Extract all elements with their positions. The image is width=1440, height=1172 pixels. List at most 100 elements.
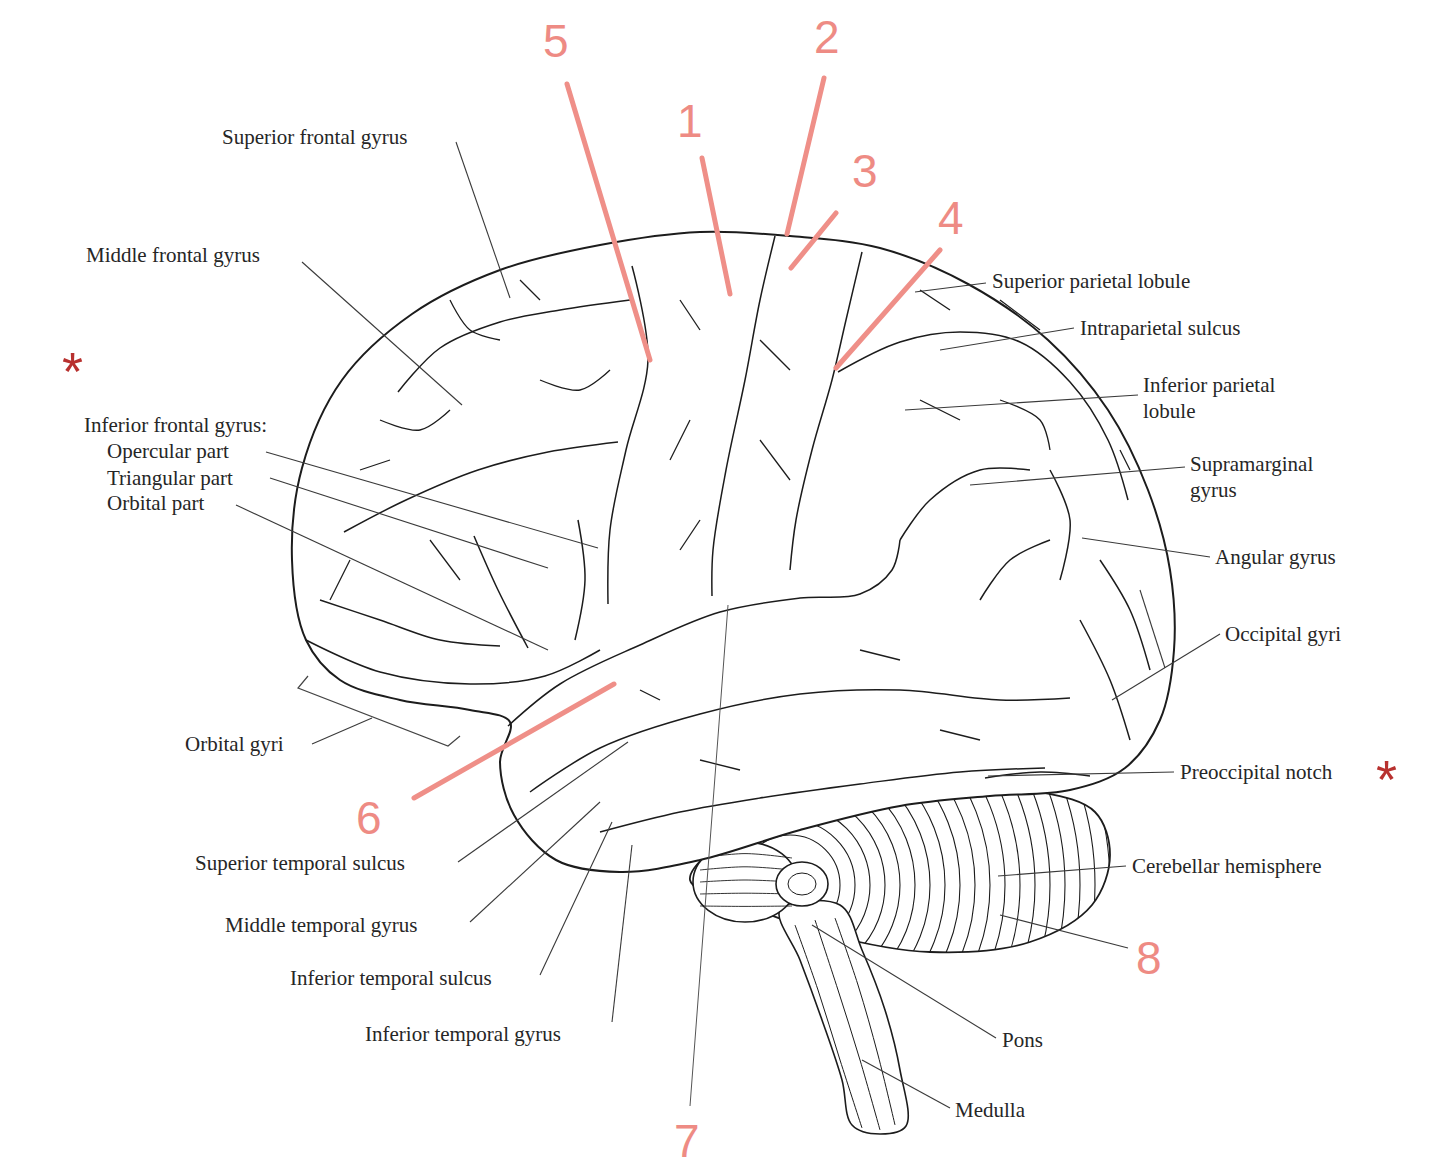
sulcus-line	[608, 266, 648, 604]
flocculus-detail	[788, 873, 816, 895]
structure-label: Middle temporal gyrus	[225, 912, 417, 938]
minor-sulcus	[680, 520, 700, 550]
structure-label: Supramarginal gyrus	[1190, 451, 1355, 503]
sulcus-line	[1100, 560, 1150, 670]
sulcus-line	[838, 332, 1128, 500]
minor-sulcus	[640, 690, 660, 700]
minor-sulcus	[1000, 300, 1040, 330]
leader-line	[1140, 590, 1165, 668]
leader-line	[266, 452, 598, 548]
callout-stroke	[791, 213, 836, 268]
leader-line	[470, 802, 600, 922]
leader-line	[612, 845, 632, 1022]
callout-number: 3	[852, 148, 878, 194]
sulcus-line	[320, 600, 500, 646]
leader-line	[302, 262, 462, 405]
structure-label: Preoccipital notch	[1180, 759, 1332, 785]
callout-strokes	[414, 78, 940, 798]
leader-line	[1000, 915, 1128, 948]
sulcus-line	[1080, 620, 1130, 740]
leader-line	[456, 142, 510, 298]
sulcus-line	[575, 520, 585, 640]
leader-line	[1112, 634, 1220, 700]
minor-sulcus	[450, 300, 500, 340]
leader-line	[905, 395, 1138, 410]
leader-line	[988, 772, 1174, 776]
callout-number: 2	[814, 14, 840, 60]
callout-stroke	[702, 158, 730, 294]
pons-striation	[700, 867, 792, 870]
minor-sulcus	[920, 290, 950, 310]
structure-label: Inferior temporal sulcus	[290, 965, 492, 991]
minor-sulcus	[670, 420, 690, 460]
structure-label: Triangular part	[107, 465, 233, 491]
cerebrum-outline	[292, 232, 1175, 872]
minor-sulcus	[380, 410, 450, 430]
leader-line	[940, 328, 1074, 350]
minor-sulcus	[700, 760, 740, 770]
minor-sulcus	[540, 370, 610, 390]
boundary-line	[690, 605, 728, 1106]
structure-label: Orbital part	[107, 490, 204, 516]
minor-sulcus	[1120, 450, 1130, 470]
sulcus-line	[980, 540, 1050, 600]
leader-line	[270, 478, 548, 568]
structure-label: Superior frontal gyrus	[222, 124, 407, 150]
structure-label: Cerebellar hemisphere	[1132, 853, 1322, 879]
flocculus-outline	[776, 862, 828, 906]
leader-line	[970, 467, 1185, 485]
callout-stroke	[567, 84, 650, 360]
bracket	[298, 676, 460, 746]
structure-label: Occipital gyri	[1225, 621, 1341, 647]
minor-sulcus	[940, 730, 980, 740]
sulcus-line	[790, 252, 862, 570]
medulla-outline	[779, 901, 908, 1134]
asterisk-mark: *	[1376, 752, 1397, 806]
structure-label: Superior temporal sulcus	[195, 850, 405, 876]
minor-sulcus	[1000, 400, 1050, 450]
brainstem-drawing	[693, 842, 908, 1134]
leader-line	[540, 822, 612, 975]
leader-line	[862, 1060, 950, 1108]
sulcus-line	[600, 768, 1045, 832]
leader-line	[312, 718, 372, 744]
structure-label: Angular gyrus	[1215, 544, 1336, 570]
structure-label: Intraparietal sulcus	[1080, 315, 1240, 341]
leader-line	[812, 925, 996, 1038]
callout-stroke	[836, 250, 940, 368]
structure-label: Middle frontal gyrus	[86, 242, 260, 268]
leader-lines	[236, 142, 1220, 1108]
structure-label: Inferior parietal lobule	[1143, 372, 1318, 424]
minor-sulcus	[360, 460, 390, 470]
minor-sulcus	[330, 560, 350, 600]
asterisk-mark: *	[62, 344, 83, 398]
leader-line	[236, 505, 548, 650]
minor-sulcus	[920, 400, 960, 420]
minor-sulcus	[520, 280, 540, 300]
callout-number: 7	[674, 1118, 700, 1164]
leader-line	[998, 866, 1126, 876]
callout-number: 6	[356, 795, 382, 841]
sulcus-line	[508, 540, 900, 726]
callout-number: 8	[1136, 935, 1162, 981]
minor-sulcus	[680, 300, 700, 330]
structure-label: Inferior frontal gyrus:	[84, 412, 267, 438]
sulcus-line	[712, 236, 775, 596]
callout-number: 4	[938, 195, 964, 241]
callout-stroke	[414, 684, 614, 798]
structure-label: Inferior temporal gyrus	[365, 1021, 561, 1047]
structure-label: Pons	[1002, 1027, 1043, 1053]
callout-number: 5	[543, 18, 569, 64]
minor-sulcus	[860, 650, 900, 660]
callout-stroke	[787, 78, 824, 234]
structure-label: Superior parietal lobule	[992, 268, 1190, 294]
structure-label: Orbital gyri	[185, 731, 284, 757]
minor-sulcus	[760, 340, 790, 370]
structure-label: Medulla	[955, 1097, 1025, 1123]
medulla-striation	[835, 918, 895, 1125]
minor-sulcus	[430, 540, 460, 580]
leader-line	[915, 283, 986, 292]
sulcus-line	[306, 640, 600, 684]
sulcus-line	[1050, 470, 1070, 580]
